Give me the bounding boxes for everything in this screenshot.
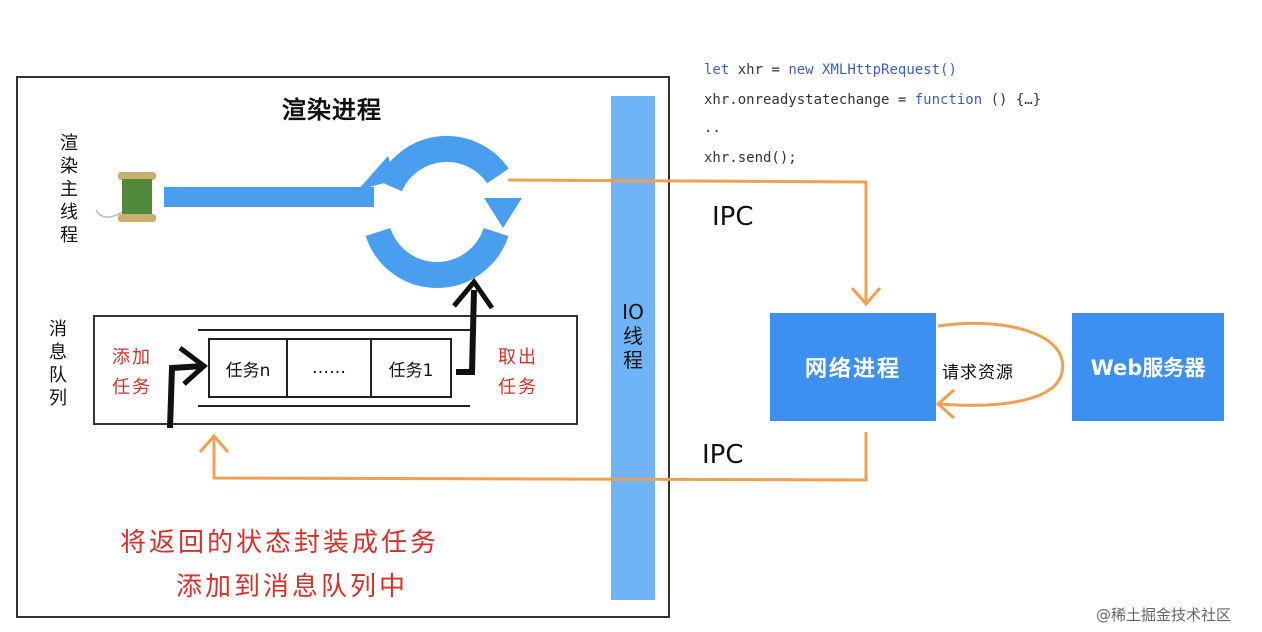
take-task-label: 取出任务 bbox=[498, 347, 538, 398]
code-line-2: xhr.onreadystatechange = function () {…} bbox=[704, 92, 1041, 108]
take-task-arrow bbox=[456, 289, 477, 375]
request-resource-label: 请求资源 bbox=[942, 363, 1014, 383]
add-task-arrow bbox=[167, 363, 205, 429]
spool-icon bbox=[95, 172, 156, 222]
caption-line-2: 添加到消息队列中 bbox=[176, 572, 409, 602]
ipc-label-top: IPC bbox=[712, 202, 754, 232]
code-text: () {…} bbox=[982, 92, 1042, 108]
task-1-cell: 任务1 bbox=[370, 338, 452, 398]
message-queue-box bbox=[93, 315, 578, 425]
code-text: xhr = bbox=[729, 62, 789, 78]
caption-line-1: 将返回的状态封装成任务 bbox=[120, 528, 440, 558]
code-keyword: let bbox=[704, 62, 730, 78]
io-thread-label: IO线程 bbox=[622, 300, 644, 372]
network-process-box: 网络进程 bbox=[770, 313, 936, 421]
code-text: xhr.onreadystatechange = bbox=[704, 92, 915, 108]
main-thread-label: 渲染主线程 bbox=[60, 133, 78, 246]
code-keyword: new bbox=[788, 62, 814, 78]
render-process-box bbox=[16, 76, 670, 618]
task-n-cell: 任务n bbox=[208, 338, 288, 398]
ipc-arrows bbox=[198, 178, 1065, 482]
code-line-4: xhr.send(); bbox=[704, 150, 797, 166]
web-server-box: Web服务器 bbox=[1072, 313, 1224, 421]
message-queue-label: 消息队列 bbox=[49, 319, 67, 409]
watermark: @稀土掘金技术社区 bbox=[1096, 606, 1232, 624]
main-thread-line bbox=[164, 187, 374, 207]
cycle-arrows-icon bbox=[358, 135, 522, 288]
render-process-title: 渲染进程 bbox=[282, 96, 382, 124]
ipc-label-bottom: IPC bbox=[702, 440, 744, 470]
code-line-3: .. bbox=[704, 120, 721, 136]
code-class: XMLHttpRequest() bbox=[813, 62, 957, 78]
task-ellipsis-cell: …… bbox=[288, 338, 370, 398]
code-keyword: function bbox=[914, 92, 983, 108]
add-task-label: 添加任务 bbox=[112, 347, 152, 398]
code-line-1: let xhr = new XMLHttpRequest() bbox=[704, 62, 957, 78]
